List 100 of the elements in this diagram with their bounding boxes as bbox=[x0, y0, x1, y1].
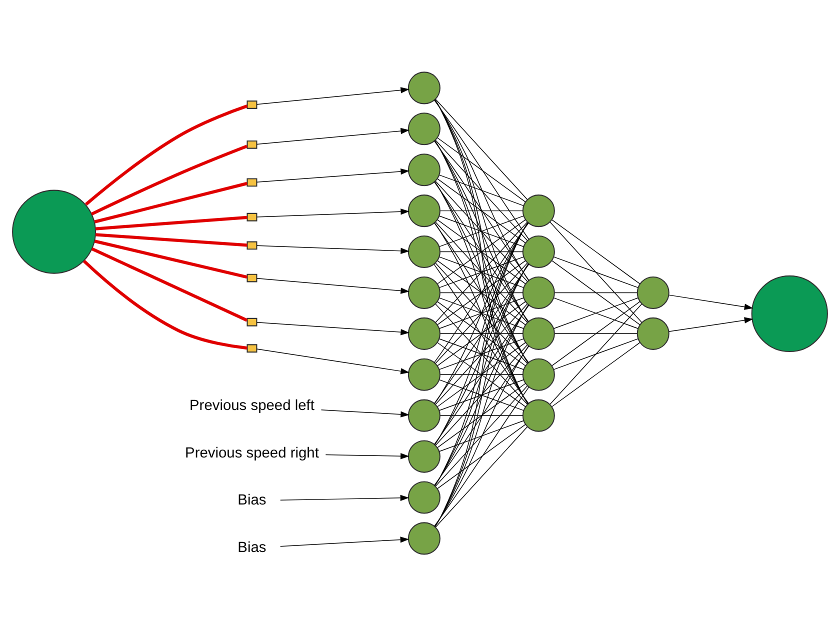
node-box bbox=[246, 317, 258, 326]
arrow bbox=[320, 409, 410, 417]
connector bbox=[439, 174, 524, 206]
connector bbox=[550, 303, 642, 404]
connector bbox=[434, 140, 528, 363]
connector bbox=[434, 140, 529, 322]
connector bbox=[434, 181, 529, 322]
connector bbox=[552, 219, 640, 284]
connector bbox=[435, 180, 528, 282]
connector bbox=[434, 181, 529, 362]
arrow bbox=[668, 316, 754, 332]
node-circle bbox=[408, 153, 440, 186]
connector bbox=[439, 420, 524, 452]
node-circle bbox=[408, 440, 440, 472]
connector bbox=[437, 424, 526, 488]
arrow bbox=[256, 127, 410, 144]
node-circle bbox=[408, 480, 440, 514]
connector bbox=[435, 221, 528, 322]
node-circle bbox=[408, 71, 440, 104]
connector bbox=[440, 292, 524, 293]
connector bbox=[550, 221, 642, 322]
connector bbox=[552, 260, 640, 325]
connector bbox=[434, 222, 529, 362]
connector bbox=[552, 342, 640, 406]
arrow bbox=[325, 452, 410, 459]
connector bbox=[554, 338, 638, 370]
connector bbox=[91, 246, 248, 322]
node-text: Bias bbox=[238, 539, 266, 556]
node-circle bbox=[522, 398, 555, 432]
connector bbox=[440, 250, 524, 252]
arrow bbox=[280, 494, 410, 500]
node-circle bbox=[522, 276, 555, 308]
connector bbox=[554, 292, 638, 293]
connector bbox=[84, 104, 248, 206]
node-box bbox=[246, 140, 258, 148]
node-box bbox=[246, 344, 258, 352]
connector bbox=[434, 263, 529, 486]
arrow bbox=[256, 86, 410, 104]
connector bbox=[96, 215, 248, 230]
node-circle bbox=[636, 276, 670, 308]
connector bbox=[435, 426, 528, 527]
node-circle bbox=[408, 112, 440, 145]
node-text: Previous speed right bbox=[185, 444, 319, 461]
connector bbox=[435, 262, 528, 364]
node-text: Bias bbox=[238, 492, 266, 508]
connector bbox=[90, 144, 248, 216]
node-box bbox=[246, 178, 258, 186]
node-circle bbox=[408, 358, 440, 390]
connector bbox=[440, 332, 524, 334]
node-circle bbox=[522, 234, 555, 268]
node-circle bbox=[408, 398, 440, 432]
connector bbox=[94, 239, 248, 278]
node-circle bbox=[522, 358, 555, 390]
connector bbox=[554, 256, 638, 288]
connector bbox=[440, 210, 524, 211]
connector bbox=[434, 304, 529, 526]
connector bbox=[434, 99, 528, 322]
connector bbox=[437, 137, 526, 202]
node-circle bbox=[408, 316, 440, 350]
connector bbox=[434, 222, 529, 404]
node-circle bbox=[408, 522, 440, 554]
node-box bbox=[246, 100, 258, 108]
arrow bbox=[256, 322, 410, 335]
connector bbox=[554, 332, 638, 334]
node-circle bbox=[408, 234, 440, 268]
arrow bbox=[256, 208, 410, 217]
arrow bbox=[256, 168, 410, 182]
node-circle bbox=[522, 194, 555, 227]
connector bbox=[434, 386, 530, 526]
connector bbox=[552, 300, 640, 366]
connector bbox=[434, 345, 530, 486]
node-box bbox=[246, 273, 258, 282]
connector bbox=[434, 222, 528, 444]
connector bbox=[434, 99, 530, 240]
connector bbox=[435, 385, 528, 486]
connector bbox=[96, 232, 248, 246]
connector bbox=[440, 414, 524, 416]
arrow bbox=[668, 294, 754, 310]
connector bbox=[434, 263, 529, 444]
connector bbox=[435, 303, 528, 404]
connector bbox=[82, 259, 248, 350]
connector bbox=[434, 180, 528, 404]
connector bbox=[435, 344, 528, 446]
connector bbox=[437, 178, 526, 243]
connector bbox=[94, 181, 248, 223]
arrow bbox=[280, 536, 410, 546]
connector bbox=[435, 139, 528, 240]
connector bbox=[434, 99, 529, 280]
node-box bbox=[246, 212, 258, 221]
connector bbox=[554, 297, 638, 328]
node-circle bbox=[751, 274, 828, 352]
arrow bbox=[256, 348, 410, 374]
arrow bbox=[256, 244, 410, 254]
connector bbox=[434, 304, 530, 444]
connector bbox=[439, 215, 524, 246]
connector bbox=[439, 297, 524, 328]
connector bbox=[434, 304, 529, 486]
node-circle bbox=[522, 316, 555, 350]
node-box bbox=[246, 240, 258, 250]
connector bbox=[439, 378, 524, 410]
